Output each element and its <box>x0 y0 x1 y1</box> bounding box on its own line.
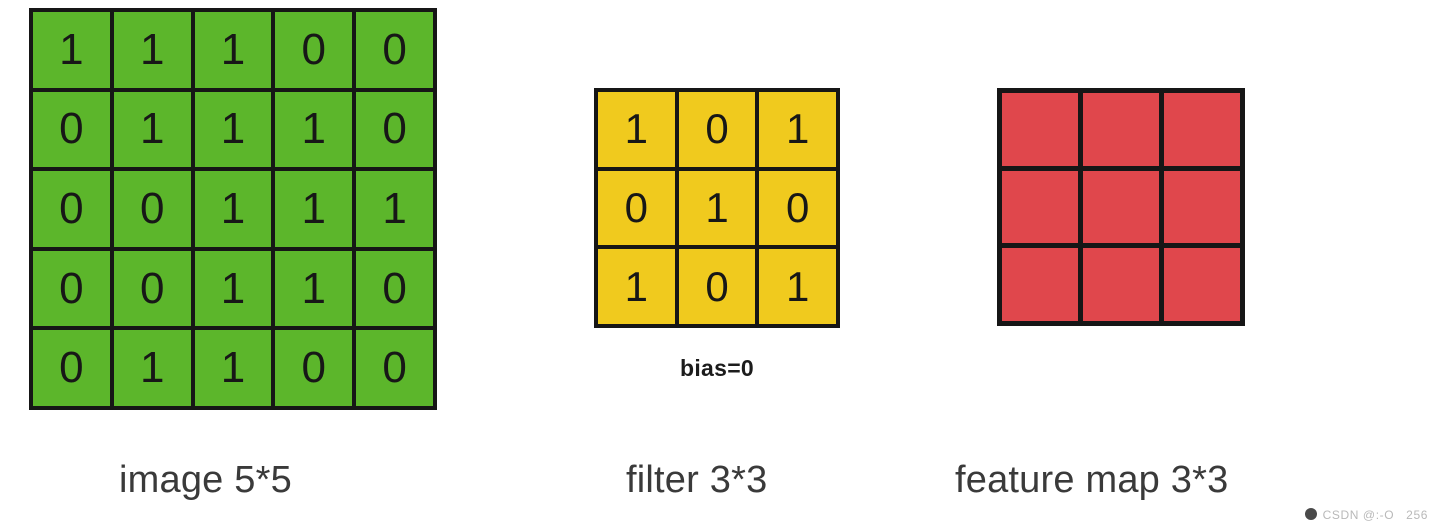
image-matrix-caption: image 5*5 <box>119 459 292 501</box>
filter-cell: 1 <box>678 170 756 246</box>
feature-map-cell <box>1002 248 1078 321</box>
image-cell: 1 <box>275 250 353 327</box>
feature-map-grid <box>997 88 1245 326</box>
image-cell: 0 <box>356 330 433 406</box>
image-cell: 1 <box>113 91 191 168</box>
feature-map-cell <box>1164 93 1240 166</box>
image-cell: 1 <box>194 171 272 247</box>
feature-map-cell <box>1002 170 1078 244</box>
image-cell: 1 <box>33 12 110 88</box>
feature-map-matrix <box>997 88 1245 326</box>
filter-cell: 0 <box>678 249 756 324</box>
filter-cell: 1 <box>598 92 675 167</box>
image-cell: 0 <box>113 171 191 247</box>
image-cell: 0 <box>33 330 110 406</box>
image-cell: 0 <box>356 12 433 88</box>
image-cell: 1 <box>113 330 191 406</box>
filter-cell: 0 <box>598 170 675 246</box>
image-cell: 0 <box>275 12 353 88</box>
filter-cell: 1 <box>759 249 836 324</box>
filter-matrix-grid: 1 0 1 0 1 0 1 0 1 <box>594 88 840 328</box>
image-cell: 1 <box>113 12 191 88</box>
filter-cell: 1 <box>598 249 675 324</box>
image-matrix-grid: 1 1 1 0 0 0 1 1 1 0 0 0 1 1 1 0 0 1 1 0 … <box>29 8 437 410</box>
image-matrix: 1 1 1 0 0 0 1 1 1 0 0 0 1 1 1 0 0 1 1 0 … <box>29 8 437 410</box>
watermark-text: CSDN @:-O <box>1322 508 1395 522</box>
feature-map-cell <box>1083 248 1159 321</box>
image-cell: 0 <box>33 171 110 247</box>
feature-map-cell <box>1083 93 1159 166</box>
image-cell: 0 <box>275 330 353 406</box>
image-cell: 0 <box>356 250 433 327</box>
watermark: CSDN @:-O 256 <box>1304 508 1428 522</box>
image-cell: 0 <box>356 91 433 168</box>
image-cell: 0 <box>113 250 191 327</box>
filter-cell: 0 <box>759 170 836 246</box>
watermark-number: 256 <box>1406 508 1428 522</box>
feature-map-cell <box>1164 170 1240 244</box>
filter-cell: 1 <box>759 92 836 167</box>
filter-matrix: 1 0 1 0 1 0 1 0 1 <box>594 88 840 328</box>
filter-matrix-caption: filter 3*3 <box>626 459 768 501</box>
filter-cell: 0 <box>678 92 756 167</box>
feature-map-cell <box>1083 170 1159 244</box>
bias-label: bias=0 <box>679 355 755 381</box>
image-cell: 1 <box>194 91 272 168</box>
image-cell: 1 <box>275 91 353 168</box>
image-cell: 1 <box>194 12 272 88</box>
image-cell: 1 <box>194 330 272 406</box>
image-cell: 0 <box>33 250 110 327</box>
image-cell: 1 <box>356 171 433 247</box>
feature-map-cell <box>1002 93 1078 166</box>
feature-map-cell <box>1164 248 1240 321</box>
feature-map-caption: feature map 3*3 <box>955 459 1229 501</box>
image-cell: 0 <box>33 91 110 168</box>
watermark-logo-icon <box>1304 508 1317 520</box>
image-cell: 1 <box>194 250 272 327</box>
image-cell: 1 <box>275 171 353 247</box>
